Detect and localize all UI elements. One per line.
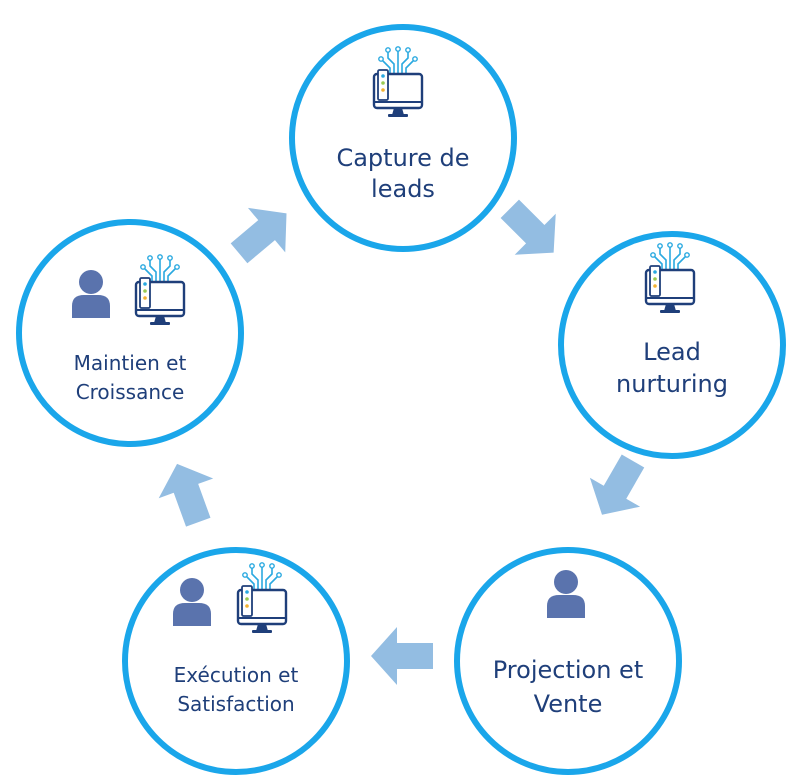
node-label-line2: Satisfaction	[177, 692, 294, 716]
node-label-line2: Croissance	[76, 380, 185, 404]
node-ring	[16, 219, 244, 447]
arrow-projection-to-execution	[371, 627, 433, 685]
node-ring	[289, 24, 517, 252]
node-projection: Projection et Vente	[454, 547, 682, 775]
node-label-line1: Capture de	[336, 144, 469, 172]
node-capture: Capture de leads	[289, 24, 517, 252]
cycle-arrows	[158, 199, 645, 685]
node-label-line1: Projection et	[493, 656, 643, 684]
arrow-maintien-to-capture	[230, 207, 287, 264]
node-label-line1: Exécution et	[174, 663, 299, 687]
node-ring	[558, 231, 786, 459]
node-execution: Exécution et Satisfaction	[122, 547, 350, 775]
node-ring	[122, 547, 350, 775]
node-nurturing: Lead nurturing	[558, 231, 786, 459]
arrow-execution-to-maintien	[158, 463, 214, 527]
node-label-line1: Lead	[643, 338, 701, 366]
node-label-line2: leads	[371, 175, 435, 203]
node-label-line1: Maintien et	[74, 351, 187, 375]
node-ring	[454, 547, 682, 775]
arrow-capture-to-nurturing	[500, 199, 556, 255]
node-maintien: Maintien et Croissance	[16, 219, 244, 447]
node-label-line2: Vente	[534, 690, 603, 718]
arrow-nurturing-to-projection	[589, 454, 645, 515]
node-label-line2: nurturing	[616, 370, 728, 398]
